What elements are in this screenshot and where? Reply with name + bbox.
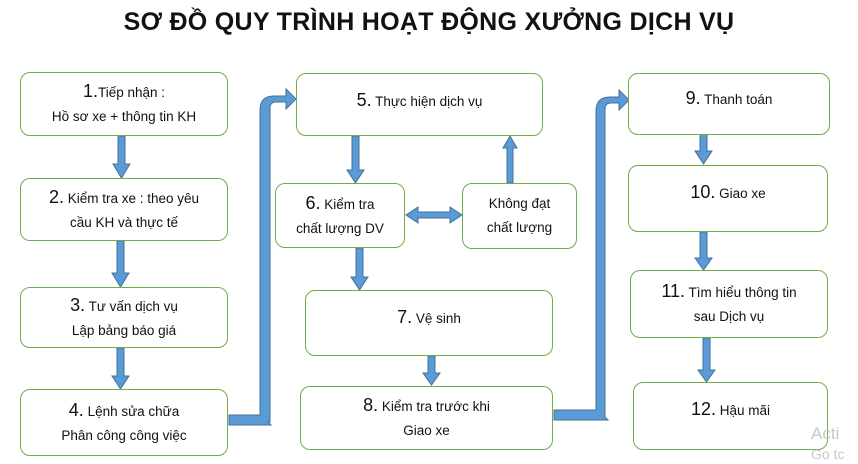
arrow-5-6 <box>346 135 365 184</box>
step-label: Kiểm tra xe : theo yêu <box>63 190 200 206</box>
step-12-box: 12. Hậu mãi <box>633 382 828 450</box>
step-sublabel: sau Dịch vụ <box>693 309 765 324</box>
step-sublabel: cầu KH và thực tế <box>69 214 179 230</box>
step-label: Hậu mãi <box>716 403 771 418</box>
step-number: 1. <box>82 81 98 101</box>
step-1-box: 1.Tiếp nhận : Hồ sơ xe + thông tin KH <box>20 72 228 136</box>
watermark-line1: Acti <box>811 424 840 443</box>
arrow-11-12 <box>697 337 716 383</box>
step-6-box: 6. Kiểm tra chất lượng DV <box>275 183 405 248</box>
step-label: Lệnh sửa chữa <box>83 403 180 419</box>
step-number: 7. <box>397 307 413 327</box>
step-label: Thực hiện dịch vụ <box>371 94 483 109</box>
step-number: 4. <box>68 399 84 420</box>
step-3-box: 3. Tư vấn dịch vụ Lập bảng báo giá <box>20 287 228 348</box>
arrow-6-7 <box>350 247 369 291</box>
arrow-1-2 <box>112 135 131 179</box>
arrow-10-11 <box>694 231 713 271</box>
step-9-box: 9. Thanh toán <box>628 73 830 135</box>
watermark-line2: Go tc <box>811 446 845 462</box>
step-label: Vệ sinh <box>412 311 461 326</box>
arrow-6-fail <box>405 206 463 224</box>
fail-quality-box: Không đạt chất lượng <box>462 183 577 249</box>
step-10-box: 10. Giao xe <box>628 165 828 232</box>
step-label: Kiểm tra <box>320 196 375 212</box>
step-number: 10. <box>690 182 716 202</box>
step-label: Tư vấn dịch vụ <box>85 298 178 314</box>
step-number: 11. <box>661 281 686 301</box>
arrow-9-10 <box>694 133 713 165</box>
step-number: 3. <box>70 294 86 315</box>
step-5-box: 5. Thực hiện dịch vụ <box>296 73 543 136</box>
step-sublabel: chất lượng DV <box>296 220 384 236</box>
step-sublabel: Phân công công việc <box>61 427 187 443</box>
step-sublabel: chất lượng <box>486 220 553 235</box>
arrow-3-4 <box>111 347 130 390</box>
arrow-2-3 <box>111 240 130 288</box>
step-number: 6. <box>305 192 321 213</box>
step-11-box: 11. Tìm hiểu thông tin sau Dịch vụ <box>630 270 828 338</box>
activation-watermark: Acti Go tc <box>811 424 844 464</box>
step-label: Kiểm tra trước khi <box>378 399 490 414</box>
step-label: Tìm hiểu thông tin <box>685 285 797 300</box>
arrow-4-5 <box>228 87 297 426</box>
step-sublabel: Giao xe <box>403 423 450 438</box>
step-label: Thanh toán <box>700 92 773 107</box>
step-sublabel: Lập bảng báo giá <box>71 322 177 338</box>
page-title: SƠ ĐỒ QUY TRÌNH HOẠT ĐỘNG XƯỞNG DỊCH VỤ <box>123 8 735 36</box>
step-label: Tiếp nhận : <box>97 85 166 100</box>
step-sublabel: Hồ sơ xe + thông tin KH <box>51 109 197 124</box>
step-7-box: 7. Vệ sinh <box>305 290 553 356</box>
step-number: 9. <box>685 88 701 108</box>
arrow-fail-5 <box>502 135 518 184</box>
step-number: 2. <box>48 186 64 207</box>
step-number: 5. <box>356 90 372 110</box>
step-number: 12. <box>690 399 716 419</box>
step-label: Giao xe <box>715 186 766 201</box>
step-number: 8. <box>363 395 379 415</box>
arrow-8-9 <box>553 88 630 421</box>
arrow-7-8 <box>422 355 441 386</box>
step-2-box: 2. Kiểm tra xe : theo yêu cầu KH và thực … <box>20 178 228 241</box>
step-label: Không đạt <box>488 196 551 211</box>
